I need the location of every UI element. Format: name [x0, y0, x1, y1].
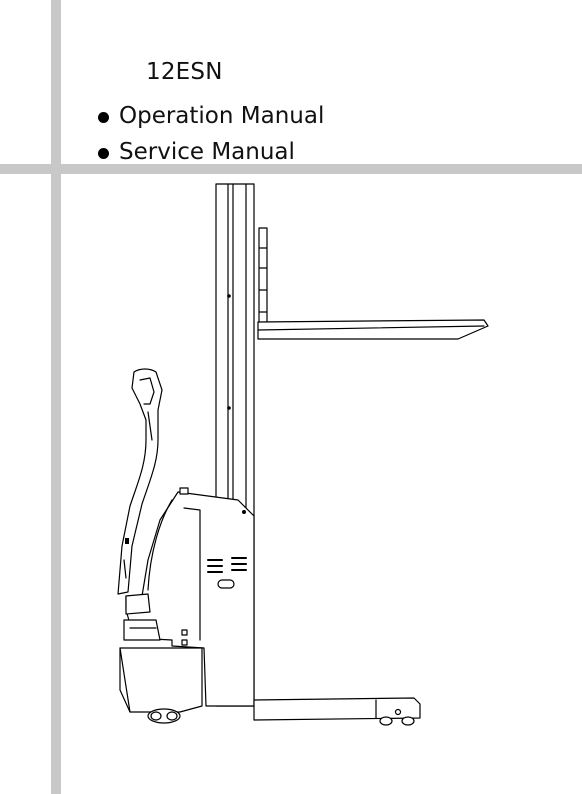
tiller-arm — [117, 368, 163, 595]
truck-body — [123, 487, 255, 707]
list-item: Operation Manual — [98, 98, 324, 134]
model-title: 12ESN — [146, 59, 223, 85]
manual-list: Operation Manual Service Manual — [98, 98, 324, 170]
fork — [257, 319, 489, 340]
stacker-illustration — [117, 183, 489, 726]
horizontal-divider-bar — [0, 164, 582, 174]
bullet-icon — [98, 147, 109, 159]
list-item: Service Manual — [98, 134, 324, 170]
vertical-divider-bar — [51, 0, 61, 794]
manual-label: Service Manual — [119, 139, 295, 165]
wheels — [147, 708, 415, 726]
base-leg — [253, 697, 421, 721]
manual-label: Operation Manual — [119, 103, 325, 129]
drive-unit — [119, 647, 203, 713]
bullet-icon — [98, 111, 109, 123]
